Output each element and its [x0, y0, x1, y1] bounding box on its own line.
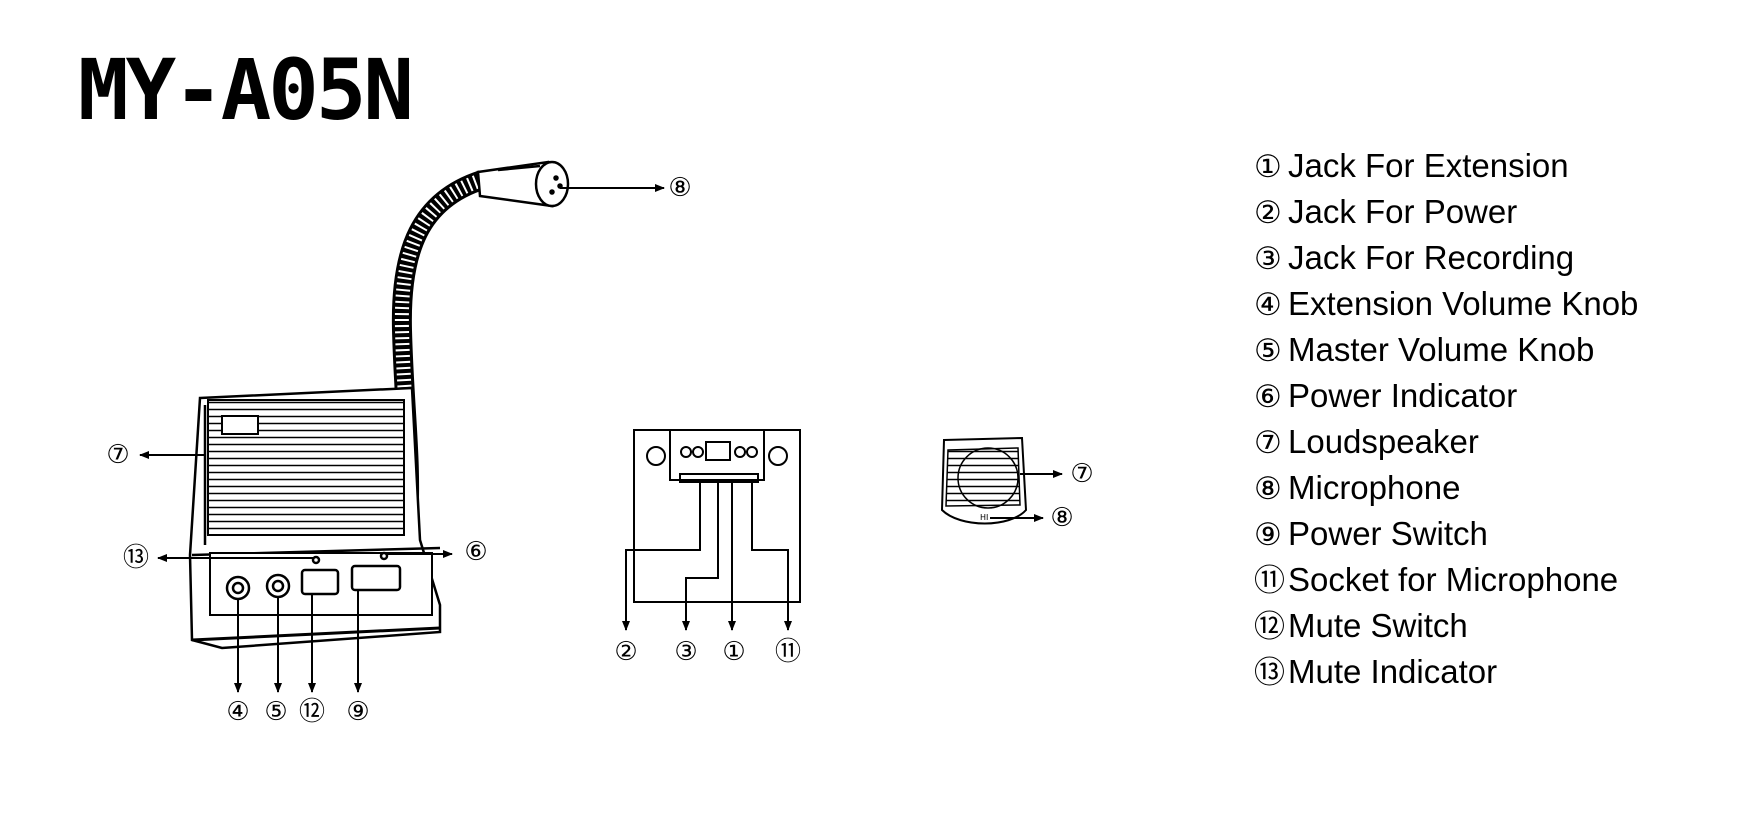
callouts: ⑧ ⑦ ⑬ ⑥ ④ ⑤ ⑫ ⑨ ② ③ ① ⑪ ⑦ ⑧ [106, 173, 1093, 727]
legend-label: Mute Switch [1288, 607, 1468, 644]
legend-label: Power Switch [1288, 515, 1488, 552]
legend-number: ④ [1254, 287, 1282, 323]
callout-loudspeaker: ⑦ [106, 440, 129, 470]
callout-jack-for-power: ② [614, 637, 637, 667]
callout-extension-volume-knob: ④ [226, 697, 249, 727]
legend-label: Power Indicator [1288, 377, 1518, 414]
callout-power-switch: ⑨ [346, 697, 369, 727]
legend-number: ⑪ [1254, 563, 1285, 599]
legend-label: Jack For Extension [1288, 147, 1569, 184]
callout-mute-indicator: ⑬ [123, 543, 149, 573]
svg-text:HI: HI [980, 513, 988, 522]
main-unit-drawing [188, 160, 570, 650]
legend-item: ⑫Mute Switch [1254, 603, 1638, 649]
callout-master-volume-knob: ⑤ [264, 697, 287, 727]
power-indicator [379, 551, 389, 561]
legend-label: Socket for Microphone [1288, 561, 1619, 598]
mute-switch [300, 568, 340, 596]
legend-number: ⑨ [1254, 517, 1282, 553]
extension-volume-knob [225, 575, 251, 601]
legend-number: ① [1254, 149, 1282, 185]
side-view-drawing: HI [940, 436, 1063, 525]
microphone-head [476, 160, 570, 208]
control-panel [209, 552, 433, 616]
legend-item: ⑪Socket for Microphone [1254, 557, 1638, 603]
legend-number: ⑤ [1254, 333, 1282, 369]
legend-label: Mute Indicator [1288, 653, 1498, 690]
legend-number: ⑥ [1254, 379, 1282, 415]
callout-jack-for-extension: ① [722, 637, 745, 667]
callout-socket-for-microphone: ⑪ [775, 637, 801, 667]
callout-power-indicator: ⑥ [464, 537, 487, 567]
callout-side-microphone: ⑧ [1050, 503, 1073, 533]
legend-number: ⑧ [1254, 471, 1282, 507]
callout-microphone: ⑧ [668, 173, 691, 203]
rear-view-drawing [622, 429, 801, 631]
callout-side-loudspeaker: ⑦ [1070, 459, 1093, 489]
legend-label: Jack For Power [1288, 193, 1518, 230]
master-volume-knob [265, 573, 291, 599]
power-switch [350, 564, 402, 592]
legend-number: ⑬ [1254, 655, 1285, 691]
legend-number: ⑫ [1254, 609, 1285, 645]
main-unit-arrows [139, 184, 665, 693]
callout-mute-switch: ⑫ [299, 697, 325, 727]
mute-indicator [311, 555, 321, 565]
legend-label: Jack For Recording [1288, 239, 1575, 276]
legend-number: ② [1254, 195, 1282, 231]
legend-label: Microphone [1288, 469, 1461, 506]
callout-jack-for-recording: ③ [674, 637, 697, 667]
legend-number: ⑦ [1254, 425, 1282, 461]
legend-label: Loudspeaker [1288, 423, 1479, 460]
speaker-grille [207, 399, 405, 536]
legend-item: ⑬Mute Indicator [1254, 649, 1638, 695]
legend-label: Extension Volume Knob [1288, 285, 1639, 322]
legend-number: ③ [1254, 241, 1282, 277]
model-title: MY-A05N [78, 41, 414, 139]
legend-label: Master Volume Knob [1288, 331, 1595, 368]
